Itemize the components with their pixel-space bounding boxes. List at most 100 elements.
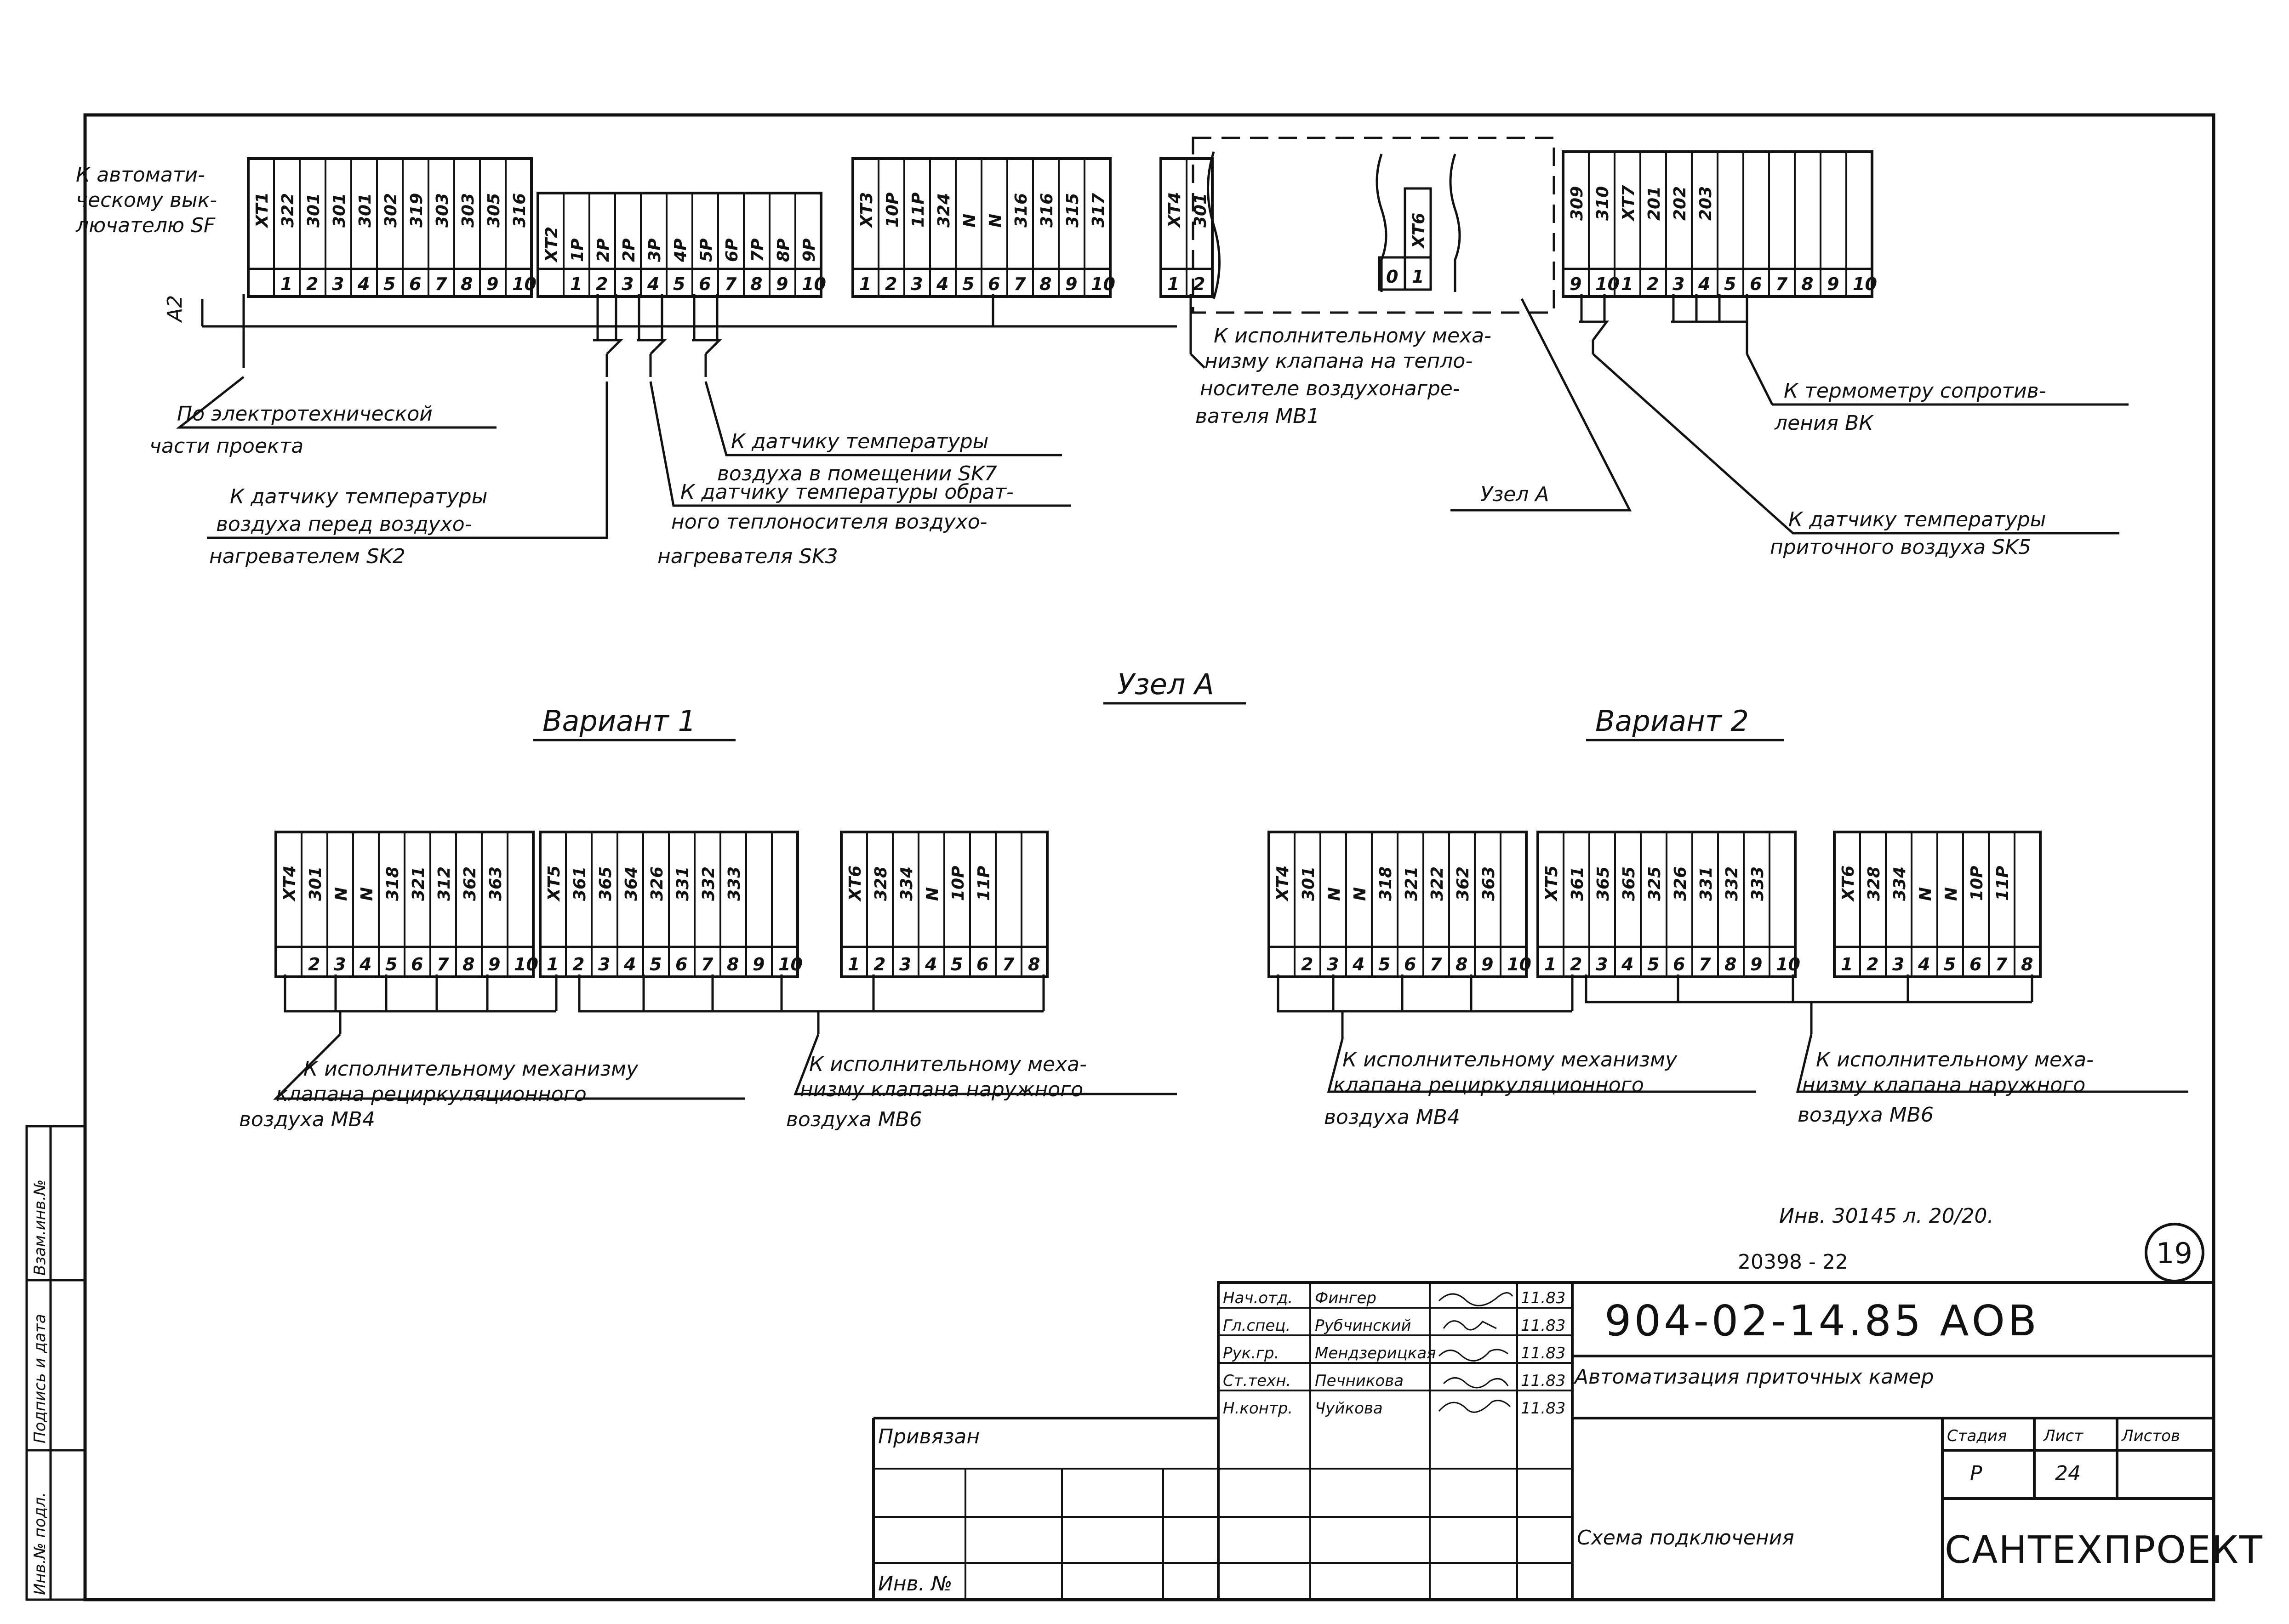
terminal-top-label: 362: [1454, 866, 1473, 901]
terminal-top-label: 10P: [883, 193, 902, 228]
node-a-dashed-frame: [1192, 137, 1555, 314]
terminal-top-label: XT1: [253, 192, 272, 228]
terminal-top-label: 334: [1890, 866, 1909, 901]
terminal-top-label: 316: [1012, 193, 1031, 228]
terminal-number: 8: [1456, 954, 1467, 974]
terminal-top-label: 365: [1594, 866, 1613, 901]
svg-text:вателя МВ1: вателя МВ1: [1195, 405, 1319, 428]
terminal-number: 6: [1750, 274, 1762, 294]
node-a-title: Узел А: [1117, 667, 1214, 701]
svg-text:воздуха МВ4: воздуха МВ4: [1324, 1105, 1460, 1129]
terminal-number: 6: [988, 274, 1000, 294]
terminal-number: 5: [1378, 954, 1390, 974]
terminal-number: 2: [1301, 954, 1313, 974]
terminal-top-label: 2P: [594, 239, 613, 262]
terminal-top-label: 361: [1568, 866, 1587, 901]
terminal-top-label: 321: [1402, 866, 1421, 901]
terminal-number: 4: [623, 954, 636, 974]
break-line-mid: [1376, 154, 1387, 292]
signature-rows: [873, 1282, 1572, 1600]
terminal-top-label: 362: [461, 866, 479, 901]
terminal-top-label: 301: [1191, 193, 1210, 228]
document-designation: 904-02-14.85 АОВ: [1604, 1296, 2039, 1345]
sheet-value: 24: [2055, 1462, 2081, 1485]
terminal-top-label: 203: [1696, 186, 1715, 221]
signature-name: Фингер: [1315, 1289, 1376, 1307]
terminal-number: 10: [512, 274, 537, 294]
terminal-top-label: 310: [1593, 186, 1612, 221]
terminal-top-label: N: [1325, 887, 1344, 901]
inv-label: Инв. №: [878, 1572, 952, 1596]
terminal-top-label: 1P: [568, 239, 587, 262]
terminal-top-label: 7P: [748, 239, 767, 262]
terminal-top-label: 202: [1671, 186, 1690, 221]
svg-text:К датчику температуры: К датчику температуры: [1788, 508, 2046, 531]
break-line-left: [1207, 151, 1221, 299]
terminal-top-label: N: [1942, 887, 1961, 901]
svg-text:воздуха перед воздухо-: воздуха перед воздухо-: [216, 513, 472, 536]
terminal-top-label: 312: [435, 866, 454, 901]
terminal-number: 1: [280, 274, 292, 294]
terminal-number: 8: [2021, 954, 2033, 974]
terminal-number: 9: [1827, 274, 1839, 294]
terminal-number: 3: [1892, 954, 1904, 974]
terminal-top-label: 363: [1479, 866, 1498, 901]
terminal-number: 2: [873, 954, 885, 974]
terminal-top-label: N: [986, 214, 1005, 228]
terminal-top-label: 328: [872, 866, 890, 901]
svg-text:воздуха МВ6: воздуха МВ6: [1798, 1103, 1934, 1127]
terminal-number: 1: [570, 274, 582, 294]
terminal-top-label: 315: [1063, 193, 1082, 228]
terminal-number: 1: [1544, 954, 1556, 974]
terminal-number: 6: [411, 954, 423, 974]
tied-label: Привязан: [878, 1425, 980, 1448]
terminal-number: 7: [1775, 274, 1788, 294]
note-uzel-a: Узел А: [1480, 483, 1549, 506]
terminal-top-label: 324: [935, 193, 953, 228]
side-stamp-signature-date: Подпись и дата: [31, 1314, 49, 1443]
terminal-number: 6: [1673, 954, 1685, 974]
terminal-number: 1: [848, 954, 860, 974]
terminal-number: 4: [1352, 954, 1364, 974]
terminal-top-label: 331: [1697, 866, 1716, 901]
terminal-number: 3: [332, 274, 344, 294]
terminal-top-label: XT3: [857, 192, 876, 228]
signature-role: Гл.спец.: [1223, 1316, 1290, 1335]
terminal-number: 4: [1698, 274, 1710, 294]
terminal-top-label: 4P: [671, 239, 690, 262]
terminal-number: 5: [951, 954, 963, 974]
sheet-label: Лист: [2043, 1427, 2084, 1445]
terminal-number: 4: [1918, 954, 1930, 974]
terminal-number: 9: [776, 274, 788, 294]
signature-date: 11.83: [1521, 1399, 1565, 1418]
terminal-top-label: 322: [1428, 866, 1447, 901]
terminal-top-label: 302: [382, 193, 400, 228]
terminal-top-label: 9P: [800, 239, 819, 262]
top-bus-lines: [176, 294, 2129, 539]
svg-text:ления ВК: ления ВК: [1774, 411, 1874, 435]
svg-text:К исполнительному меха-: К исполнительному меха-: [809, 1053, 1087, 1076]
svg-text:К автомати-: К автомати-: [76, 163, 205, 187]
terminal-top-label: XT6: [1839, 866, 1858, 902]
terminal-number: 3: [622, 274, 634, 294]
terminal-top-label: 316: [510, 193, 529, 228]
terminal-number: 2: [572, 954, 584, 974]
terminal-number: 3: [1673, 274, 1684, 294]
terminal-top-label: 364: [622, 866, 641, 901]
terminal-top-label: 11P: [1993, 866, 2012, 901]
terminal-number: 6: [1969, 954, 1981, 974]
terminal-number: 3: [334, 954, 346, 974]
svg-text:К датчику температуры: К датчику температуры: [731, 430, 988, 453]
terminal-number: 5: [1944, 954, 1956, 974]
terminal-number: 5: [383, 274, 395, 294]
terminal-number: 1: [547, 954, 559, 974]
svg-text:К датчику температуры обрат-: К датчику температуры обрат-: [680, 480, 1014, 504]
break-line-right: [1449, 154, 1461, 292]
terminal-top-label: N: [1916, 887, 1935, 901]
terminal-number: 10: [1776, 954, 1800, 974]
terminal-top-label: N: [960, 214, 979, 228]
